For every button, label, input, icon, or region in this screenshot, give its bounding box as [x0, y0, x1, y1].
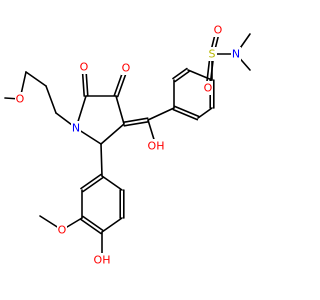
single-bond — [147, 107, 175, 121]
double-bond — [82, 215, 104, 232]
atom-label-n-ring: N — [72, 122, 80, 135]
atom-label-background — [203, 81, 213, 95]
single-bond — [25, 71, 47, 87]
atom-label-background — [79, 60, 89, 74]
single-bond — [197, 107, 213, 119]
atom-label-background — [93, 253, 111, 267]
atom-label-background — [207, 47, 217, 61]
single-bond — [101, 175, 123, 191]
double-bond — [82, 176, 104, 193]
atom-label-background — [15, 92, 25, 106]
atom-label-s-sulfonyl: S — [209, 48, 216, 61]
atom-label-background — [213, 23, 223, 37]
double-bond — [80, 173, 102, 190]
atom-label-o-ring-4: O — [122, 62, 131, 75]
single-bond — [115, 95, 125, 125]
double-bond — [123, 120, 150, 127]
single-bond — [100, 143, 103, 177]
single-bond — [101, 217, 123, 233]
atom-label-background — [121, 61, 131, 75]
atom-label-o-sulfonyl-top: O — [214, 24, 223, 37]
double-bond — [172, 67, 188, 80]
atom-label-oh-enol: OH — [148, 140, 165, 153]
double-bond — [122, 117, 149, 124]
atom-label-background — [147, 139, 165, 153]
atom-label-o-methoxy-aryl: O — [58, 224, 67, 237]
atom-label-oh-phenol: OH — [94, 254, 111, 267]
single-bond — [100, 123, 125, 145]
atom-label-background — [231, 47, 241, 61]
atom-label-background — [57, 223, 67, 237]
double-bond — [174, 70, 190, 83]
atom-label-o-sulfonyl-bottom: O — [204, 82, 213, 95]
atom-label-o-ring-5: O — [80, 61, 89, 74]
atom-label-o-methoxypropyl: O — [16, 93, 25, 106]
single-bond — [45, 85, 57, 114]
double-bond — [173, 105, 200, 118]
atom-label-background — [71, 121, 81, 135]
double-bond — [80, 218, 102, 235]
atom-label-n-sulfonamide: N — [232, 48, 240, 61]
double-bond — [172, 108, 199, 121]
